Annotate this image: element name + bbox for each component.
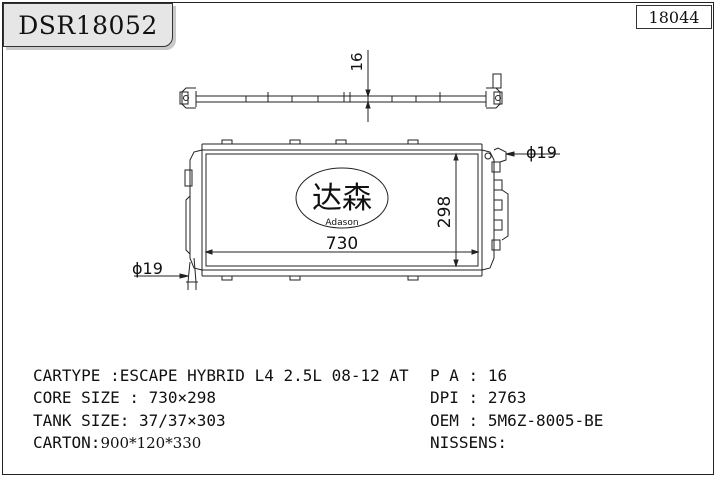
spec-pa-value: 16 [487, 366, 508, 385]
dim-298-lines [453, 152, 459, 268]
brand-logo-chinese: 达森 [312, 181, 372, 216]
outlet-leader [134, 273, 189, 279]
dim-height-label: 298 [435, 196, 455, 228]
spec-tank-value: 37/37×303 [138, 411, 226, 430]
spec-oem-value: 5M6Z-8005-BE [487, 411, 604, 430]
drawing-frame [2, 2, 714, 475]
dim-width-label: 730 [326, 234, 358, 254]
dim-730-lines [204, 249, 480, 255]
front-view [184, 139, 509, 290]
dim-outlet-label: ϕ19 [132, 259, 163, 278]
part-number: DSR18052 [18, 10, 158, 40]
spec-carton: CARTON:900*120*330 [33, 433, 201, 452]
spec-nissens: NISSENS: [430, 433, 507, 452]
spec-carton-label: CARTON: [33, 433, 101, 452]
part-number-tab: DSR18052 [3, 3, 173, 47]
top-view [179, 73, 503, 109]
inlet-leader [505, 151, 560, 157]
spec-core-label: CORE SIZE : [33, 388, 139, 407]
spec-cartype-label: CARTYPE : [33, 366, 120, 385]
spec-core-size: CORE SIZE : 730×298 [33, 388, 216, 407]
spec-dpi: DPI : 2763 [430, 388, 526, 407]
dim-top-tank-label: 16 [348, 52, 366, 71]
spec-nissens-label: NISSENS: [430, 433, 508, 452]
spec-pa-label: P A : [430, 366, 479, 385]
dim-inlet-label: ϕ19 [526, 143, 557, 162]
reference-number: 18044 [636, 5, 712, 29]
spec-tank-size: TANK SIZE: 37/37×303 [33, 411, 226, 430]
dim-16-lines [360, 50, 376, 122]
spec-pa: P A : 16 [430, 366, 507, 385]
spec-core-value: 730×298 [148, 388, 217, 407]
brand-logo-latin: Adason [325, 218, 358, 228]
spec-dpi-value: 2763 [487, 388, 527, 407]
spec-carton-value: 900*120*330 [100, 434, 202, 452]
spec-oem: OEM : 5M6Z-8005-BE [430, 411, 603, 430]
spec-oem-label: OEM : [430, 411, 479, 430]
spec-cartype-value: ESCAPE HYBRID L4 2.5L 08-12 AT [119, 366, 409, 385]
spec-dpi-label: DPI : [430, 388, 479, 407]
brand-ellipse [295, 167, 389, 229]
spec-cartype: CARTYPE :ESCAPE HYBRID L4 2.5L 08-12 AT [33, 366, 409, 385]
spec-tank-label: TANK SIZE: [33, 411, 130, 430]
